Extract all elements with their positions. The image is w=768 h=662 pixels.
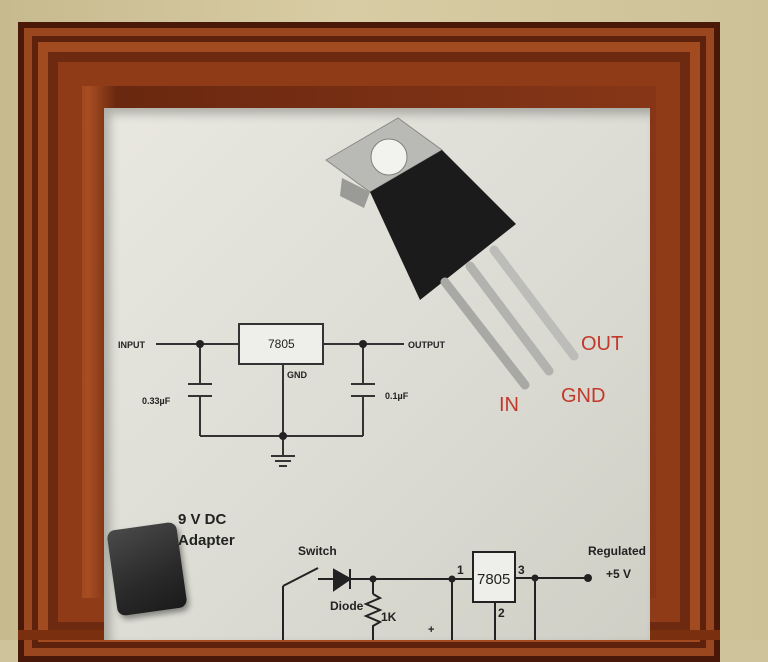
resistor-label: 1K xyxy=(381,610,397,624)
diode-label: Diode xyxy=(330,599,364,613)
adapter-label-line2: Adapter xyxy=(178,532,235,549)
regulator-2-label: 7805 xyxy=(477,571,510,588)
pin-label-out: OUT xyxy=(581,333,623,355)
pin-1-label: 1 xyxy=(457,563,464,577)
schematic-2-junctions xyxy=(369,574,592,583)
output-capacitor-label: 0.1µF xyxy=(385,391,409,401)
regulator-label: 7805 xyxy=(268,337,295,351)
pin-label-gnd: GND xyxy=(561,385,605,407)
input-capacitor-label: 0.33µF xyxy=(142,396,171,406)
plus-label: + xyxy=(428,624,434,636)
input-label: INPUT xyxy=(118,340,146,350)
schematic-1-wires xyxy=(156,323,404,467)
adapter-label-line1: 9 V DC xyxy=(178,511,227,528)
to220-regulator-image xyxy=(325,117,579,390)
gnd-label: GND xyxy=(287,370,308,380)
regulated-label: Regulated xyxy=(588,544,646,558)
pin-3-label: 3 xyxy=(518,563,525,577)
pin-2-label: 2 xyxy=(498,606,505,620)
output-label: OUTPUT xyxy=(408,340,446,350)
schematic-1-junctions xyxy=(196,340,367,440)
schematic-2-wires xyxy=(282,551,588,640)
switch-label: Switch xyxy=(298,544,337,558)
pin-label-in: IN xyxy=(499,394,519,416)
voltage-label: +5 V xyxy=(606,567,631,581)
diagram-overlay: OUT GND IN INPUT OUTPUT 7805 GND 0.33µF … xyxy=(118,117,646,640)
